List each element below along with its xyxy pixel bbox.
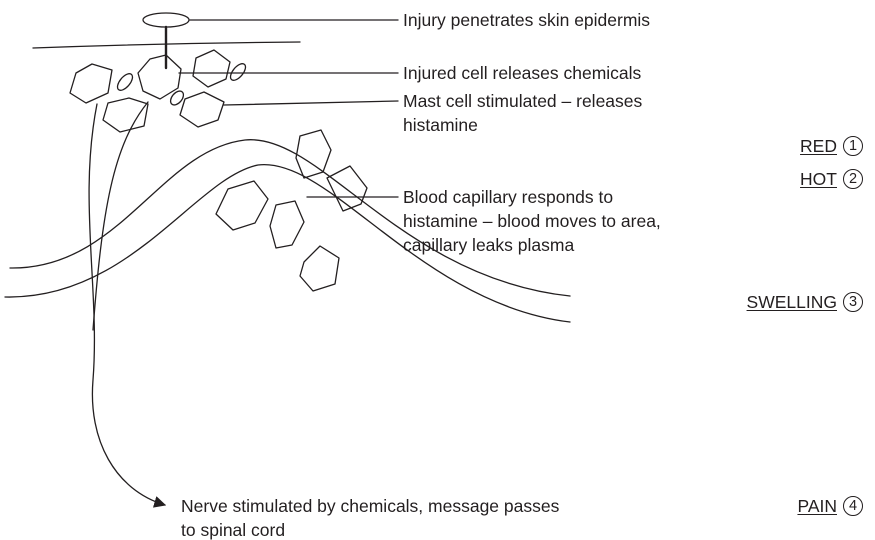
symptom-swelling-word: SWELLING — [747, 291, 837, 313]
tissue-cell — [300, 246, 339, 291]
symptom-pain-word: PAIN — [797, 495, 837, 517]
small-cell — [115, 71, 136, 93]
symptom-pain-number: 4 — [843, 496, 863, 516]
leader-line-mast-cell — [224, 101, 398, 105]
label-nerve-line2: to spinal cord — [181, 519, 285, 540]
label-nerve-line1: Nerve stimulated by chemicals, message p… — [181, 495, 559, 517]
small-cell — [228, 61, 249, 83]
symptom-swelling: SWELLING 3 — [747, 291, 863, 313]
mast-cell — [180, 92, 224, 127]
symptom-hot-number: 2 — [843, 169, 863, 189]
skin-cell — [193, 50, 230, 87]
tissue-cell — [216, 181, 268, 230]
skin-cell — [70, 64, 112, 103]
label-injured-cell: Injured cell releases chemicals — [403, 62, 641, 84]
label-capillary-line2: histamine – blood moves to area, — [403, 210, 661, 232]
label-mast-cell-line1: Mast cell stimulated – releases — [403, 90, 642, 112]
symptom-red-number: 1 — [843, 136, 863, 156]
tissue-cell — [296, 130, 331, 178]
injury-object — [143, 13, 189, 27]
nerve-fibre — [89, 104, 165, 505]
symptom-swelling-number: 3 — [843, 292, 863, 312]
nerve-fibre-branch — [93, 102, 148, 330]
symptom-hot-word: HOT — [800, 168, 837, 190]
label-capillary-line1: Blood capillary responds to — [403, 186, 613, 208]
injured-cell — [138, 55, 181, 99]
label-mast-cell-line2: histamine — [403, 114, 478, 136]
symptom-pain: PAIN 4 — [797, 495, 863, 517]
label-injury: Injury penetrates skin epidermis — [403, 9, 650, 31]
label-capillary-line3: capillary leaks plasma — [403, 234, 574, 256]
tissue-cell — [270, 201, 304, 248]
symptom-red: RED 1 — [800, 135, 863, 157]
skin-cell — [103, 98, 148, 132]
symptom-red-word: RED — [800, 135, 837, 157]
symptom-hot: HOT 2 — [800, 168, 863, 190]
